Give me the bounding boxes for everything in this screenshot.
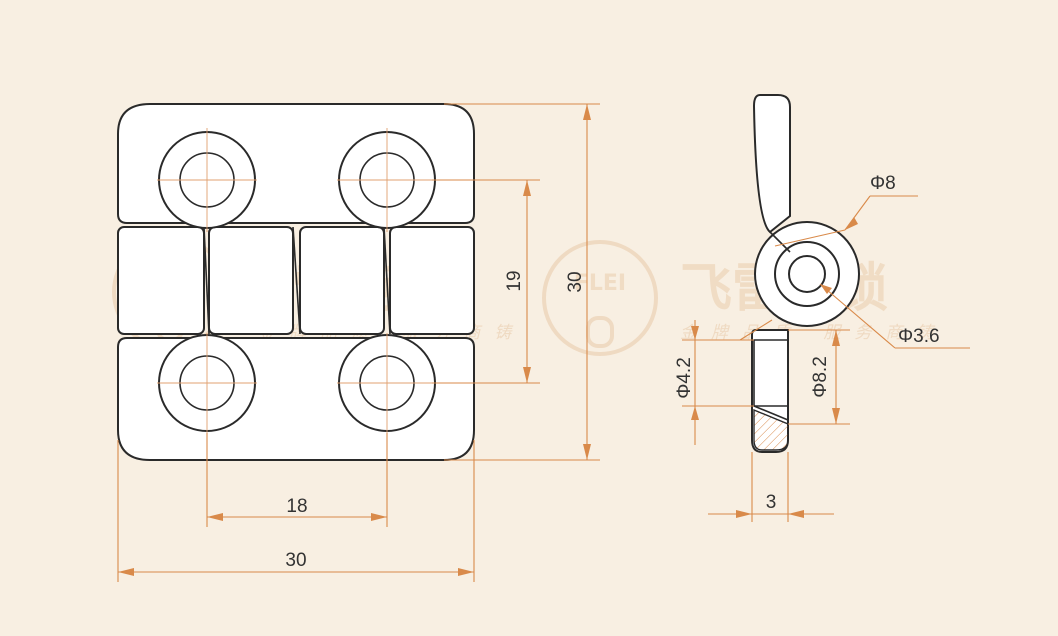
- dimension-hole-diameter-label: Φ4.2: [674, 357, 695, 399]
- dimension-total-width-label: 30: [285, 550, 306, 571]
- knuckle-gap-line: [203, 226, 210, 335]
- side-pin: [788, 255, 826, 293]
- knuckle-4: [389, 226, 475, 335]
- dimension-thickness-label: 3: [766, 492, 777, 513]
- dimension-pin-inner-diameter: Φ3.6: [819, 283, 970, 349]
- center-marks: [157, 128, 437, 433]
- side-break-line: [769, 231, 791, 253]
- dimension-total-width: 30: [117, 440, 475, 582]
- knuckle-2: [208, 226, 294, 335]
- dimension-pin-inner-diameter-label: Φ3.6: [898, 326, 940, 347]
- dimension-total-height: 30: [444, 103, 600, 461]
- side-hatched-section: [753, 408, 789, 451]
- dimension-hole-diameter: Φ4.2: [674, 319, 773, 445]
- side-view: [751, 94, 860, 453]
- dimension-thickness: 3: [708, 452, 834, 522]
- side-countersink: [753, 339, 789, 407]
- dimension-hole-vertical-spacing: 19: [432, 179, 540, 384]
- knuckle-gap-line: [383, 226, 391, 335]
- watermark-right: FLEI 飞雷柜锁 金牌品质 服务商铸: [542, 240, 933, 356]
- dimension-pin-outer-diameter-label: Φ8: [870, 173, 896, 194]
- watermark-logo-text: FLEI: [574, 271, 626, 296]
- dimension-hole-vertical-label: 19: [504, 270, 525, 291]
- dimension-hole-horizontal-spacing: 18: [206, 433, 388, 527]
- watermark-logo-lock-icon: [586, 316, 614, 348]
- watermark-logo-ring: [542, 240, 658, 356]
- dimension-hole-horizontal-label: 18: [286, 496, 307, 517]
- side-countersink-edge: [753, 405, 789, 421]
- dimension-countersink-diameter: Φ8.2: [788, 329, 850, 425]
- dimension-countersink-diameter-label: Φ8.2: [810, 356, 831, 398]
- front-view: [117, 103, 475, 461]
- side-top-leaf: [752, 94, 791, 234]
- knuckle-1: [117, 226, 205, 335]
- dimension-total-height-label: 30: [565, 271, 586, 292]
- knuckle-3: [299, 226, 385, 335]
- knuckle-gap-line: [292, 226, 301, 335]
- dimension-pin-outer-diameter: Φ8: [774, 173, 918, 247]
